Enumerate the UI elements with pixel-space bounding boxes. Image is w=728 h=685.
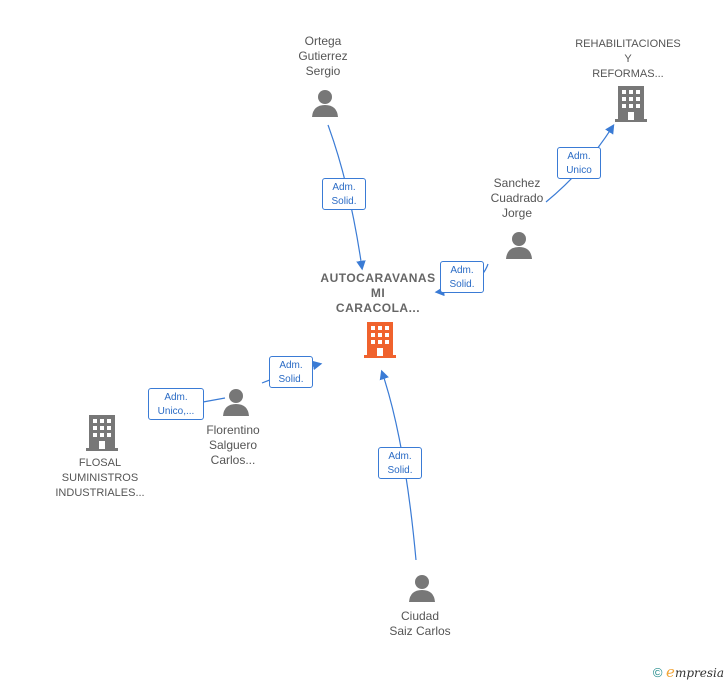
- role-badge-line: Solid.: [331, 196, 357, 207]
- person-label-florentino[interactable]: Florentino Salguero Carlos...: [188, 423, 278, 468]
- company-label-rehab[interactable]: REHABILITACIONES Y REFORMAS...: [560, 37, 696, 82]
- role-badge-line: Adm.: [450, 265, 474, 276]
- role-badge-florentino-main[interactable]: Adm. Solid.: [269, 356, 313, 388]
- company-label-line: INDUSTRIALES...: [55, 487, 145, 499]
- role-badge-line: Unico,...: [157, 406, 195, 417]
- person-label-line: Sergio: [305, 64, 341, 78]
- person-label-line: Salguero: [208, 438, 258, 452]
- person-label-sanchez[interactable]: Sanchez Cuadrado Jorge: [472, 176, 562, 221]
- brand-footer: © empresia: [653, 663, 724, 681]
- person-icon[interactable]: [311, 89, 339, 117]
- role-badge-line: Unico: [566, 165, 592, 176]
- role-badge-line: Adm.: [164, 392, 188, 403]
- company-label-line: REHABILITACIONES: [575, 38, 681, 50]
- role-badge-line: Solid.: [449, 279, 475, 290]
- person-label-line: Cuadrado: [490, 191, 544, 205]
- person-label-ciudad[interactable]: Ciudad Saiz Carlos: [375, 609, 465, 639]
- person-label-line: Gutierrez: [298, 49, 348, 63]
- role-badge-florentino-flosal[interactable]: Adm. Unico,...: [148, 388, 204, 420]
- role-badge-line: Solid.: [387, 465, 413, 476]
- person-label-line: Saiz Carlos: [389, 624, 451, 638]
- building-icon[interactable]: [364, 322, 396, 358]
- company-label-line: SUMINISTROS: [61, 472, 139, 484]
- main-company-label[interactable]: AUTOCARAVANAS MI CARACOLA...: [313, 271, 443, 316]
- role-badge-ortega-main[interactable]: Adm. Solid.: [322, 178, 366, 210]
- role-badge-line: Adm.: [388, 451, 412, 462]
- person-label-line: Ciudad: [400, 609, 440, 623]
- main-company-line: MI: [370, 286, 386, 300]
- role-badge-line: Adm.: [567, 151, 591, 162]
- role-badge-sanchez-rehab[interactable]: Adm. Unico: [557, 147, 601, 179]
- person-label-line: Ortega: [304, 34, 342, 48]
- building-icon[interactable]: [86, 415, 118, 451]
- role-badge-sanchez-main[interactable]: Adm. Solid.: [440, 261, 484, 293]
- person-label-line: Jorge: [501, 206, 533, 220]
- person-icon[interactable]: [505, 231, 533, 259]
- role-badge-line: Solid.: [278, 374, 304, 385]
- main-company-line: CARACOLA...: [335, 301, 421, 315]
- role-badge-ciudad-main[interactable]: Adm. Solid.: [378, 447, 422, 479]
- role-badge-line: Adm.: [279, 360, 303, 371]
- brand-name: mpresia: [674, 666, 724, 680]
- person-label-line: Florentino: [206, 423, 260, 437]
- person-label-line: Sanchez: [493, 176, 541, 190]
- copyright-symbol: ©: [652, 665, 663, 680]
- main-company-line: AUTOCARAVANAS: [320, 271, 436, 285]
- building-icon[interactable]: [615, 86, 647, 122]
- person-icon[interactable]: [408, 574, 436, 602]
- company-label-line: REFORMAS...: [592, 68, 664, 80]
- person-label-ortega[interactable]: Ortega Gutierrez Sergio: [278, 34, 368, 79]
- person-icon[interactable]: [222, 388, 250, 416]
- person-label-line: Carlos...: [210, 453, 256, 467]
- company-label-flosal[interactable]: FLOSAL SUMINISTROS INDUSTRIALES...: [36, 456, 164, 501]
- role-badge-line: Adm.: [332, 182, 356, 193]
- brand-logo-e: e: [666, 663, 675, 681]
- company-label-line: Y: [624, 53, 632, 65]
- company-label-line: FLOSAL: [78, 457, 122, 469]
